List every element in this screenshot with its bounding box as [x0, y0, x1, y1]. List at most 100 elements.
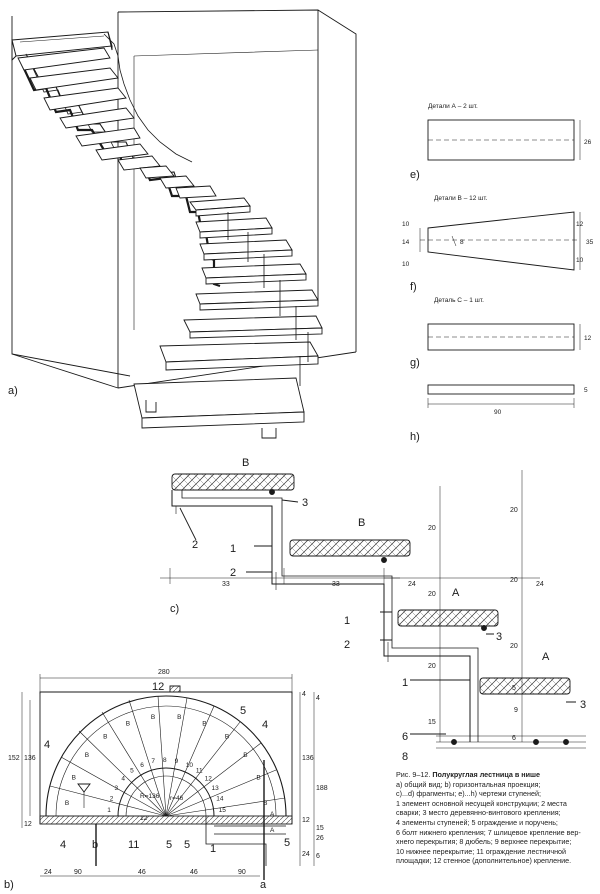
plan-step-number: 3: [115, 785, 119, 792]
plan-step-number: 1: [107, 807, 111, 814]
plan-step-number: 6: [140, 762, 144, 769]
section-dim-24a: 24: [408, 581, 416, 588]
plan-step-a1: A: [270, 811, 275, 818]
section-dim-9: 9: [514, 707, 518, 714]
section-num-1a: 1: [230, 543, 236, 555]
caption-line: 1 элемент основной несущей конструкции; …: [396, 798, 567, 808]
caption-line: 10 нижнее перекрытие; 11 ограждение лест…: [396, 846, 567, 856]
plan-step-b-label: B: [202, 721, 206, 728]
detail-b-shape: [427, 211, 575, 271]
plan-step-number: 7: [151, 758, 155, 765]
figure-caption: Рис. 9–12. Полукруглая лестница в нише а…: [396, 770, 594, 866]
section-num-1b: 1: [344, 615, 350, 627]
section-num-3c: 3: [580, 699, 586, 711]
caption-line: площадки; 12 стенное (дополнительное) кр…: [396, 856, 572, 866]
detail-f-14: 14: [402, 239, 410, 246]
section-label-b2: B: [358, 517, 365, 529]
plan-dim-90-left: 90: [74, 869, 82, 876]
plan-num-5-bottom2: 5: [184, 839, 190, 851]
plan-step-b-label: B: [65, 800, 69, 807]
plan-step-number: 14: [216, 796, 224, 803]
plan-dim-12-right: 12: [302, 817, 310, 824]
plan-step-a2: A: [270, 827, 275, 834]
detail-f-10c: 10: [576, 257, 584, 264]
straight-steps: [133, 197, 323, 439]
plan-num-1: 1: [210, 843, 216, 855]
tread-b-upper: [171, 473, 295, 491]
panel-a-label: a): [8, 385, 18, 397]
plan-step-b-label: B: [263, 800, 267, 807]
caption-line: а) общий вид; b) горизонтальная проекция…: [396, 779, 541, 789]
plan-dim-136-right: 136: [302, 755, 314, 762]
section-num-8: 8: [402, 751, 408, 763]
plan-step-b-label: B: [256, 775, 260, 782]
plan-letter-a: a: [260, 879, 267, 891]
niche-side-wall: [11, 16, 131, 377]
section-num-5: 5: [512, 685, 516, 692]
plan-step-number: 5: [130, 768, 134, 775]
section-num-2b: 2: [230, 567, 236, 579]
plan-step-b-label: B: [225, 734, 229, 741]
plan-step-b-label: B: [177, 714, 181, 721]
outer-arc: [45, 695, 287, 817]
plan-outline: [39, 691, 293, 824]
perspective-view: [11, 9, 357, 439]
plan-step-b-label: B: [103, 734, 107, 741]
niche-inner-line: [133, 49, 319, 330]
tread-a-upper: [397, 609, 499, 627]
section-label-b1: B: [242, 457, 249, 469]
panel-f-label: f): [410, 281, 417, 293]
plan-view: [21, 674, 315, 880]
detail-f-35: 35: [586, 239, 594, 246]
detail-c-title: Деталь С – 1 шт.: [434, 297, 484, 304]
section-num-2c: 2: [344, 639, 350, 651]
plan-step-number: 10: [186, 762, 194, 769]
plan-num-4-right: 4: [262, 719, 268, 731]
plan-dim-46-a: 46: [138, 869, 146, 876]
section-dim-20d: 20: [428, 591, 436, 598]
plan-dim-24-right: 24: [302, 851, 310, 858]
plan-dim-90-right: 90: [238, 869, 246, 876]
panel-g-label: g): [410, 357, 420, 369]
plan-dim-12-left: 12: [24, 821, 32, 828]
panel-e-label: e): [410, 169, 420, 181]
section-view: [160, 470, 586, 749]
tread-b-lower: [289, 539, 411, 557]
floor-line: [11, 353, 119, 389]
section-num-3b: 3: [496, 631, 502, 643]
detail-b-title: Детали В – 12 шт.: [434, 195, 488, 202]
section-dim-20c: 20: [510, 577, 518, 584]
section-num-3a: 3: [302, 497, 308, 509]
tread-a-lower: [479, 677, 571, 695]
inner-arc: [117, 767, 215, 817]
section-dim-20b: 20: [510, 507, 518, 514]
inner-arc-2: [125, 775, 207, 817]
panel-c-label: c): [170, 603, 179, 615]
section-num-1c: 1: [402, 677, 408, 689]
detail-h-height: 5: [584, 387, 588, 394]
detail-f-10b: 10: [402, 261, 410, 268]
detail-f-10a: 10: [402, 221, 410, 228]
caption-prefix: Рис. 9–12.: [396, 770, 431, 779]
stringer-profile: [171, 490, 471, 742]
caption-line: 6 болт нижнего крепления; 7 шлицевое кре…: [396, 827, 581, 837]
section-dim-15: 15: [428, 719, 436, 726]
plan-step-number: 12: [205, 776, 213, 783]
plan-step-b-label: B: [85, 752, 89, 759]
plan-dim-136-left: 136: [24, 755, 36, 762]
niche-back-wall: [117, 9, 357, 389]
section-dim-24b: 24: [536, 581, 544, 588]
section-dim-6: 6: [512, 735, 516, 742]
plan-dim-15-right: 15: [316, 825, 324, 832]
plan-dim-280: 280: [158, 669, 170, 676]
radial-lines: [46, 695, 286, 817]
plan-num-12-top: 12: [152, 681, 164, 693]
section-num-6: 6: [402, 731, 408, 743]
panel-h-label: h): [410, 431, 420, 443]
plan-num-5-top: 5: [240, 705, 246, 717]
plan-step-b-label: B: [151, 714, 155, 721]
plan-dim-26: 26: [316, 835, 324, 842]
caption-line: 4 элементы ступеней; 5 ограждение и пору…: [396, 817, 558, 827]
detail-e-height: 26: [584, 139, 592, 146]
